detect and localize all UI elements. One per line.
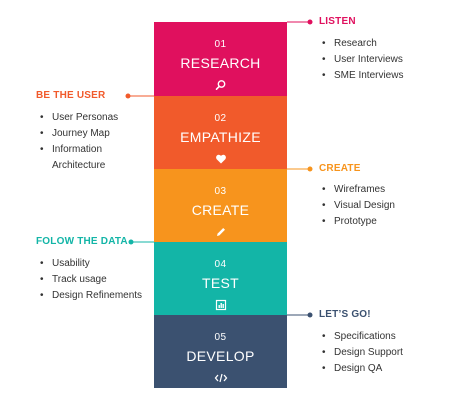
stage-number: 03: [214, 186, 227, 197]
list-item: Information: [40, 142, 118, 158]
annotation-list-be-the-user: User Personas Journey Map Information Ar…: [40, 110, 118, 174]
list-item: Visual Design: [322, 198, 395, 214]
annotation-list-lets-go: Specifications Design Support Design QA: [322, 329, 403, 377]
connector-follow-the-data: [128, 239, 154, 245]
stage-title: RESEARCH: [180, 55, 261, 71]
connector-create: [287, 166, 313, 172]
list-item: Journey Map: [40, 126, 118, 142]
stage-test: 04 TEST: [154, 242, 287, 315]
annotation-label-create: CREATE: [319, 163, 361, 174]
stage-create: 03 CREATE: [154, 169, 287, 242]
list-item: Prototype: [322, 214, 395, 230]
list-item: Design QA: [322, 361, 403, 377]
list-item: SME Interviews: [322, 68, 403, 84]
stage-title: TEST: [202, 275, 239, 291]
chart-icon: [154, 299, 287, 311]
annotation-label-lets-go: LET’S GO!: [319, 309, 371, 320]
list-item: Wireframes: [322, 182, 395, 198]
list-item-continuation-text: Architecture: [52, 160, 106, 171]
stage-title: EMPATHIZE: [180, 129, 261, 145]
list-item: Specifications: [322, 329, 403, 345]
stage-number: 05: [214, 332, 227, 343]
heart-icon: [154, 153, 287, 165]
list-item: Track usage: [40, 272, 142, 288]
stage-title: CREATE: [191, 202, 250, 218]
stage-empathize: 02 EMPATHIZE: [154, 96, 287, 169]
list-item: Design Support: [322, 345, 403, 361]
annotation-label-be-the-user: BE THE USER: [36, 90, 106, 101]
stage-number: 01: [214, 39, 227, 50]
list-item-continuation: Architecture: [40, 158, 118, 174]
annotation-label-follow-the-data: FOLOW THE DATA: [36, 236, 128, 247]
stage-number: 04: [214, 259, 227, 270]
annotation-list-follow-the-data: Usability Track usage Design Refinements: [40, 256, 142, 304]
annotation-list-create: Wireframes Visual Design Prototype: [322, 182, 395, 230]
list-item: Research: [322, 36, 403, 52]
stage-number: 02: [214, 113, 227, 124]
code-icon: [154, 372, 287, 384]
list-item: Design Refinements: [40, 288, 142, 304]
list-item: User Interviews: [322, 52, 403, 68]
search-icon: [154, 79, 287, 91]
connector-lets-go: [287, 312, 313, 318]
stage-develop: 05 DEVELOP: [154, 315, 287, 388]
annotation-label-listen: LISTEN: [319, 16, 356, 27]
connector-be-the-user: [125, 93, 154, 99]
stage-title: DEVELOP: [186, 348, 255, 364]
pencil-icon: [154, 226, 287, 238]
connector-listen: [287, 19, 313, 25]
list-item: Usability: [40, 256, 142, 272]
stage-research: 01 RESEARCH: [154, 22, 287, 96]
annotation-list-listen: Research User Interviews SME Interviews: [322, 36, 403, 84]
list-item: User Personas: [40, 110, 118, 126]
